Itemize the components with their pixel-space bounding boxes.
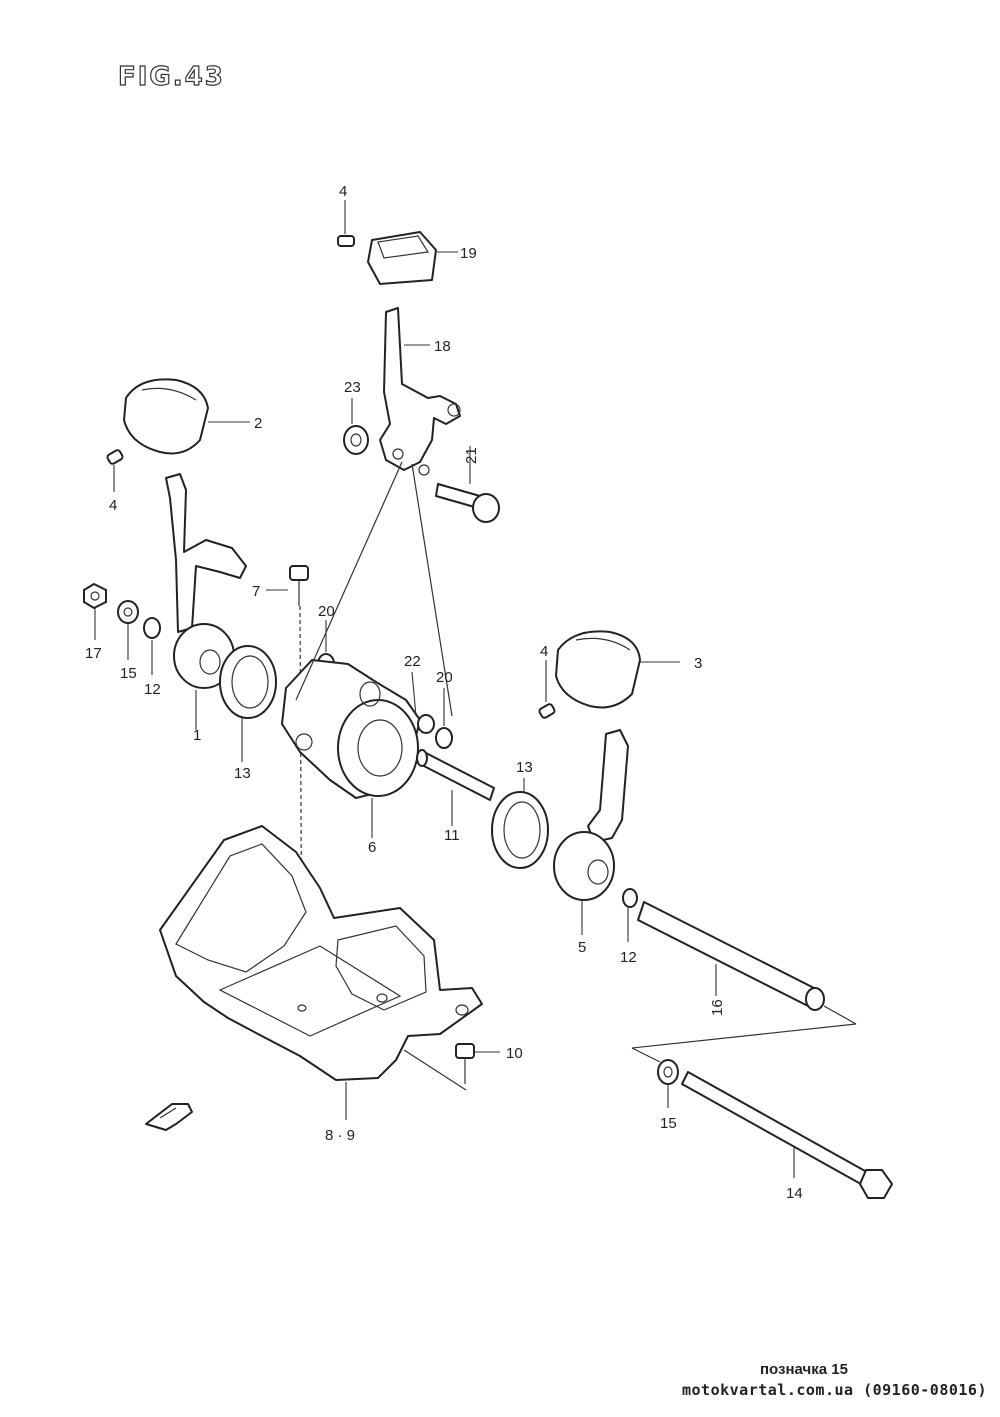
part-3-knob (555, 630, 641, 709)
part-20-bushing-right (435, 727, 453, 749)
callout-17: 17 (85, 645, 102, 662)
part-19-knob (367, 231, 437, 285)
part-1-shift-arm (165, 473, 247, 689)
callout-23: 23 (344, 379, 361, 396)
part-17-nut (83, 583, 107, 609)
callout-16: 16 (709, 999, 726, 1016)
part-4-screw-right (538, 703, 556, 719)
callout-1: 1 (193, 727, 201, 744)
part-15-washer-left (117, 600, 139, 624)
callout-22: 22 (404, 653, 421, 670)
part-4-screw-top (337, 235, 355, 247)
callout-20-right: 20 (436, 669, 453, 686)
callout-6: 6 (368, 839, 376, 856)
part-16-rod (637, 901, 825, 1011)
callout-7: 7 (252, 583, 260, 600)
part-12-ring-right (622, 888, 638, 908)
callout-13-left: 13 (234, 765, 251, 782)
part-8-9-bracket (159, 825, 483, 1081)
part-6-housing (281, 659, 421, 799)
forward-arrow-icon (145, 1103, 193, 1131)
callout-13-right: 13 (516, 759, 533, 776)
callout-4-top: 4 (339, 183, 347, 200)
part-21-bolt (435, 483, 500, 523)
callout-20-left: 20 (318, 603, 335, 620)
part-23-bushing (343, 425, 369, 455)
callout-3: 3 (694, 655, 702, 672)
part-15-washer-right (657, 1059, 679, 1085)
part-7-bolt (289, 565, 309, 606)
callout-8-9: 8 · 9 (325, 1127, 355, 1144)
reference-label: позначка 15 (760, 1361, 848, 1378)
part-12-ring-left (143, 617, 161, 639)
callout-15-right: 15 (660, 1115, 677, 1132)
part-13-seal-right (491, 791, 549, 869)
callout-5: 5 (578, 939, 586, 956)
part-18-lever (379, 307, 461, 476)
callout-4-right: 4 (540, 643, 548, 660)
callout-10: 10 (506, 1045, 523, 1062)
part-2-knob (123, 378, 209, 455)
callout-21: 21 (463, 447, 480, 464)
callout-2: 2 (254, 415, 262, 432)
part-11-shaft (416, 749, 495, 801)
callout-11: 11 (444, 827, 460, 844)
callout-12-right: 12 (620, 949, 637, 966)
figure-title: FIG.43 (117, 61, 225, 92)
part-13-seal-left (219, 645, 277, 719)
callout-12-left: 12 (144, 681, 161, 698)
part-4-screw-left (106, 449, 124, 465)
callout-14: 14 (786, 1185, 803, 1202)
part-14-long-bolt (681, 1071, 893, 1199)
part-22-pin (417, 714, 435, 734)
callout-4-left: 4 (109, 497, 117, 514)
callout-19: 19 (460, 245, 477, 262)
callout-15-left: 15 (120, 665, 137, 682)
callout-18: 18 (434, 338, 451, 355)
part-5-shift-arm (553, 729, 629, 901)
part-10-bolt (455, 1043, 475, 1084)
site-watermark: motokvartal.com.ua (09160-08016) (682, 1381, 987, 1399)
